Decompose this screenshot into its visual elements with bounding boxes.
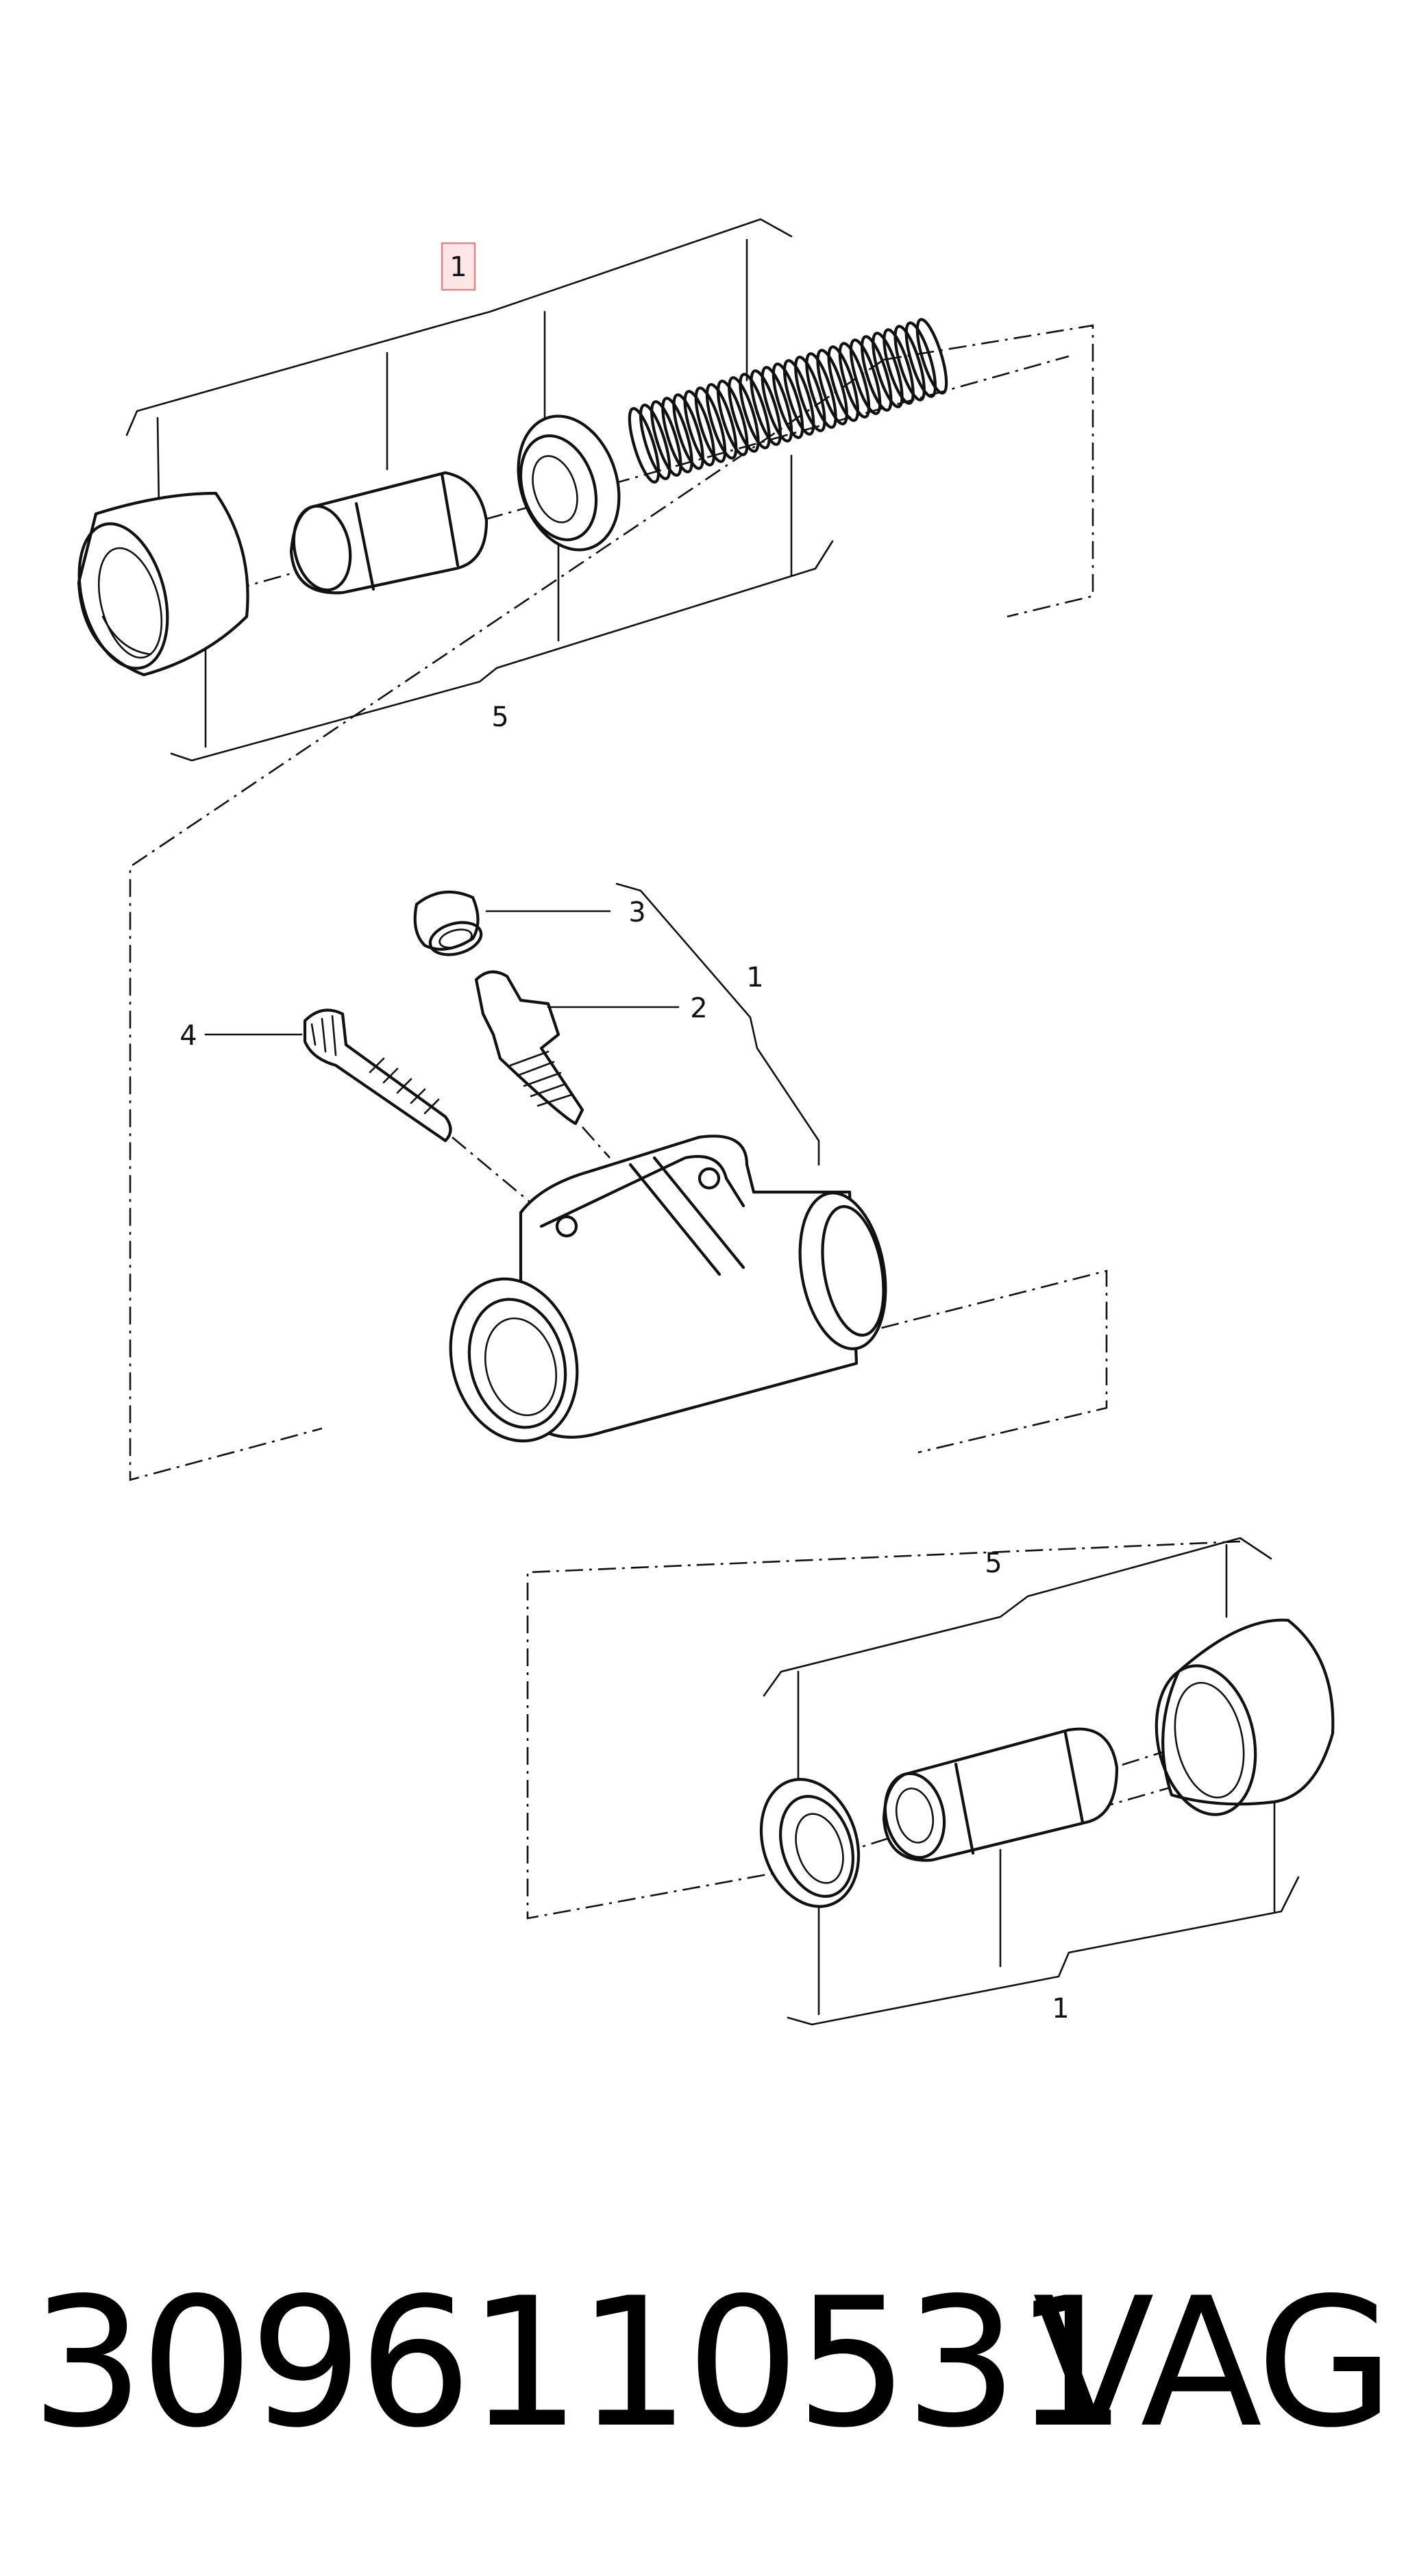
seal-ring-top <box>517 414 621 552</box>
top-bracket-1 <box>125 218 793 436</box>
dashed-enclosure <box>883 324 1094 618</box>
label-bottom-5: 5 <box>985 1548 1002 1579</box>
spring-coil <box>872 332 904 408</box>
bottom-bracket-5 <box>763 1537 1272 1697</box>
guide-line <box>452 1137 535 1206</box>
dust-boot-bottom <box>1155 1618 1335 1816</box>
spring-coil <box>794 356 826 432</box>
top-repair-kit-group: 1 5 <box>77 218 1094 762</box>
dust-boot-top <box>77 491 249 677</box>
spring-coil <box>761 366 793 443</box>
label-1: 1 <box>746 962 763 993</box>
coil-spring-top <box>628 318 948 484</box>
label-2: 2 <box>690 993 707 1024</box>
seal-ring-bottom <box>759 1778 861 1908</box>
bleeder-screw <box>474 970 584 1126</box>
spring-coil <box>639 404 671 480</box>
footer: 3096110531 VAG <box>0 2261 1419 2466</box>
spring-coil <box>782 359 815 436</box>
spring-coil <box>816 349 848 425</box>
spring-coil <box>838 342 871 419</box>
label-bottom-1: 1 <box>1052 1993 1069 2024</box>
bottom-repair-kit-group: 5 1 <box>526 1537 1335 2026</box>
mounting-bolt <box>303 1008 452 1143</box>
part-number: 3096110531 <box>31 2260 1127 2467</box>
spring-coil <box>893 325 926 401</box>
spring-coil <box>915 318 948 395</box>
label-top-1: 1 <box>449 251 467 283</box>
spring-coil <box>739 373 771 449</box>
spring-coil <box>694 386 727 463</box>
dashed-enclosure-mid <box>129 358 885 1481</box>
piston-bottom <box>882 1727 1119 1862</box>
spring-coil <box>661 397 693 473</box>
bottom-bracket-1 <box>787 1876 1300 2026</box>
label-top-5: 5 <box>491 702 508 733</box>
leader <box>156 417 160 512</box>
spring-coil <box>650 400 682 477</box>
bleeder-cap <box>413 890 483 956</box>
callout-box-1[interactable] <box>441 242 476 291</box>
spring-coil <box>705 383 738 460</box>
spring-coil <box>805 352 837 429</box>
spring-coil <box>849 338 882 415</box>
dashed-enclosure-bottom <box>526 1540 1241 1920</box>
spring-coil <box>883 328 915 405</box>
spring-coil <box>672 393 704 470</box>
top-bracket-5 <box>170 540 834 762</box>
spring-coil <box>772 362 804 439</box>
wheel-cylinder-group: 3 2 1 4 <box>129 358 1108 1481</box>
spring-coil <box>628 407 661 484</box>
spring-coil <box>728 376 760 453</box>
spring-coil <box>750 369 782 446</box>
bracket-1 <box>615 882 820 1166</box>
guide-line <box>582 1126 610 1159</box>
spring-coil <box>904 321 937 398</box>
wheel-cylinder-housing <box>449 1135 887 1443</box>
piston-top <box>289 471 489 595</box>
brand-name: VAG <box>1033 2260 1394 2467</box>
dashed-enclosure-mid-right <box>849 1270 1108 1454</box>
spring-coil <box>683 390 716 467</box>
label-3: 3 <box>628 897 645 928</box>
spring-coil <box>860 335 893 412</box>
label-4: 4 <box>180 1020 197 1052</box>
